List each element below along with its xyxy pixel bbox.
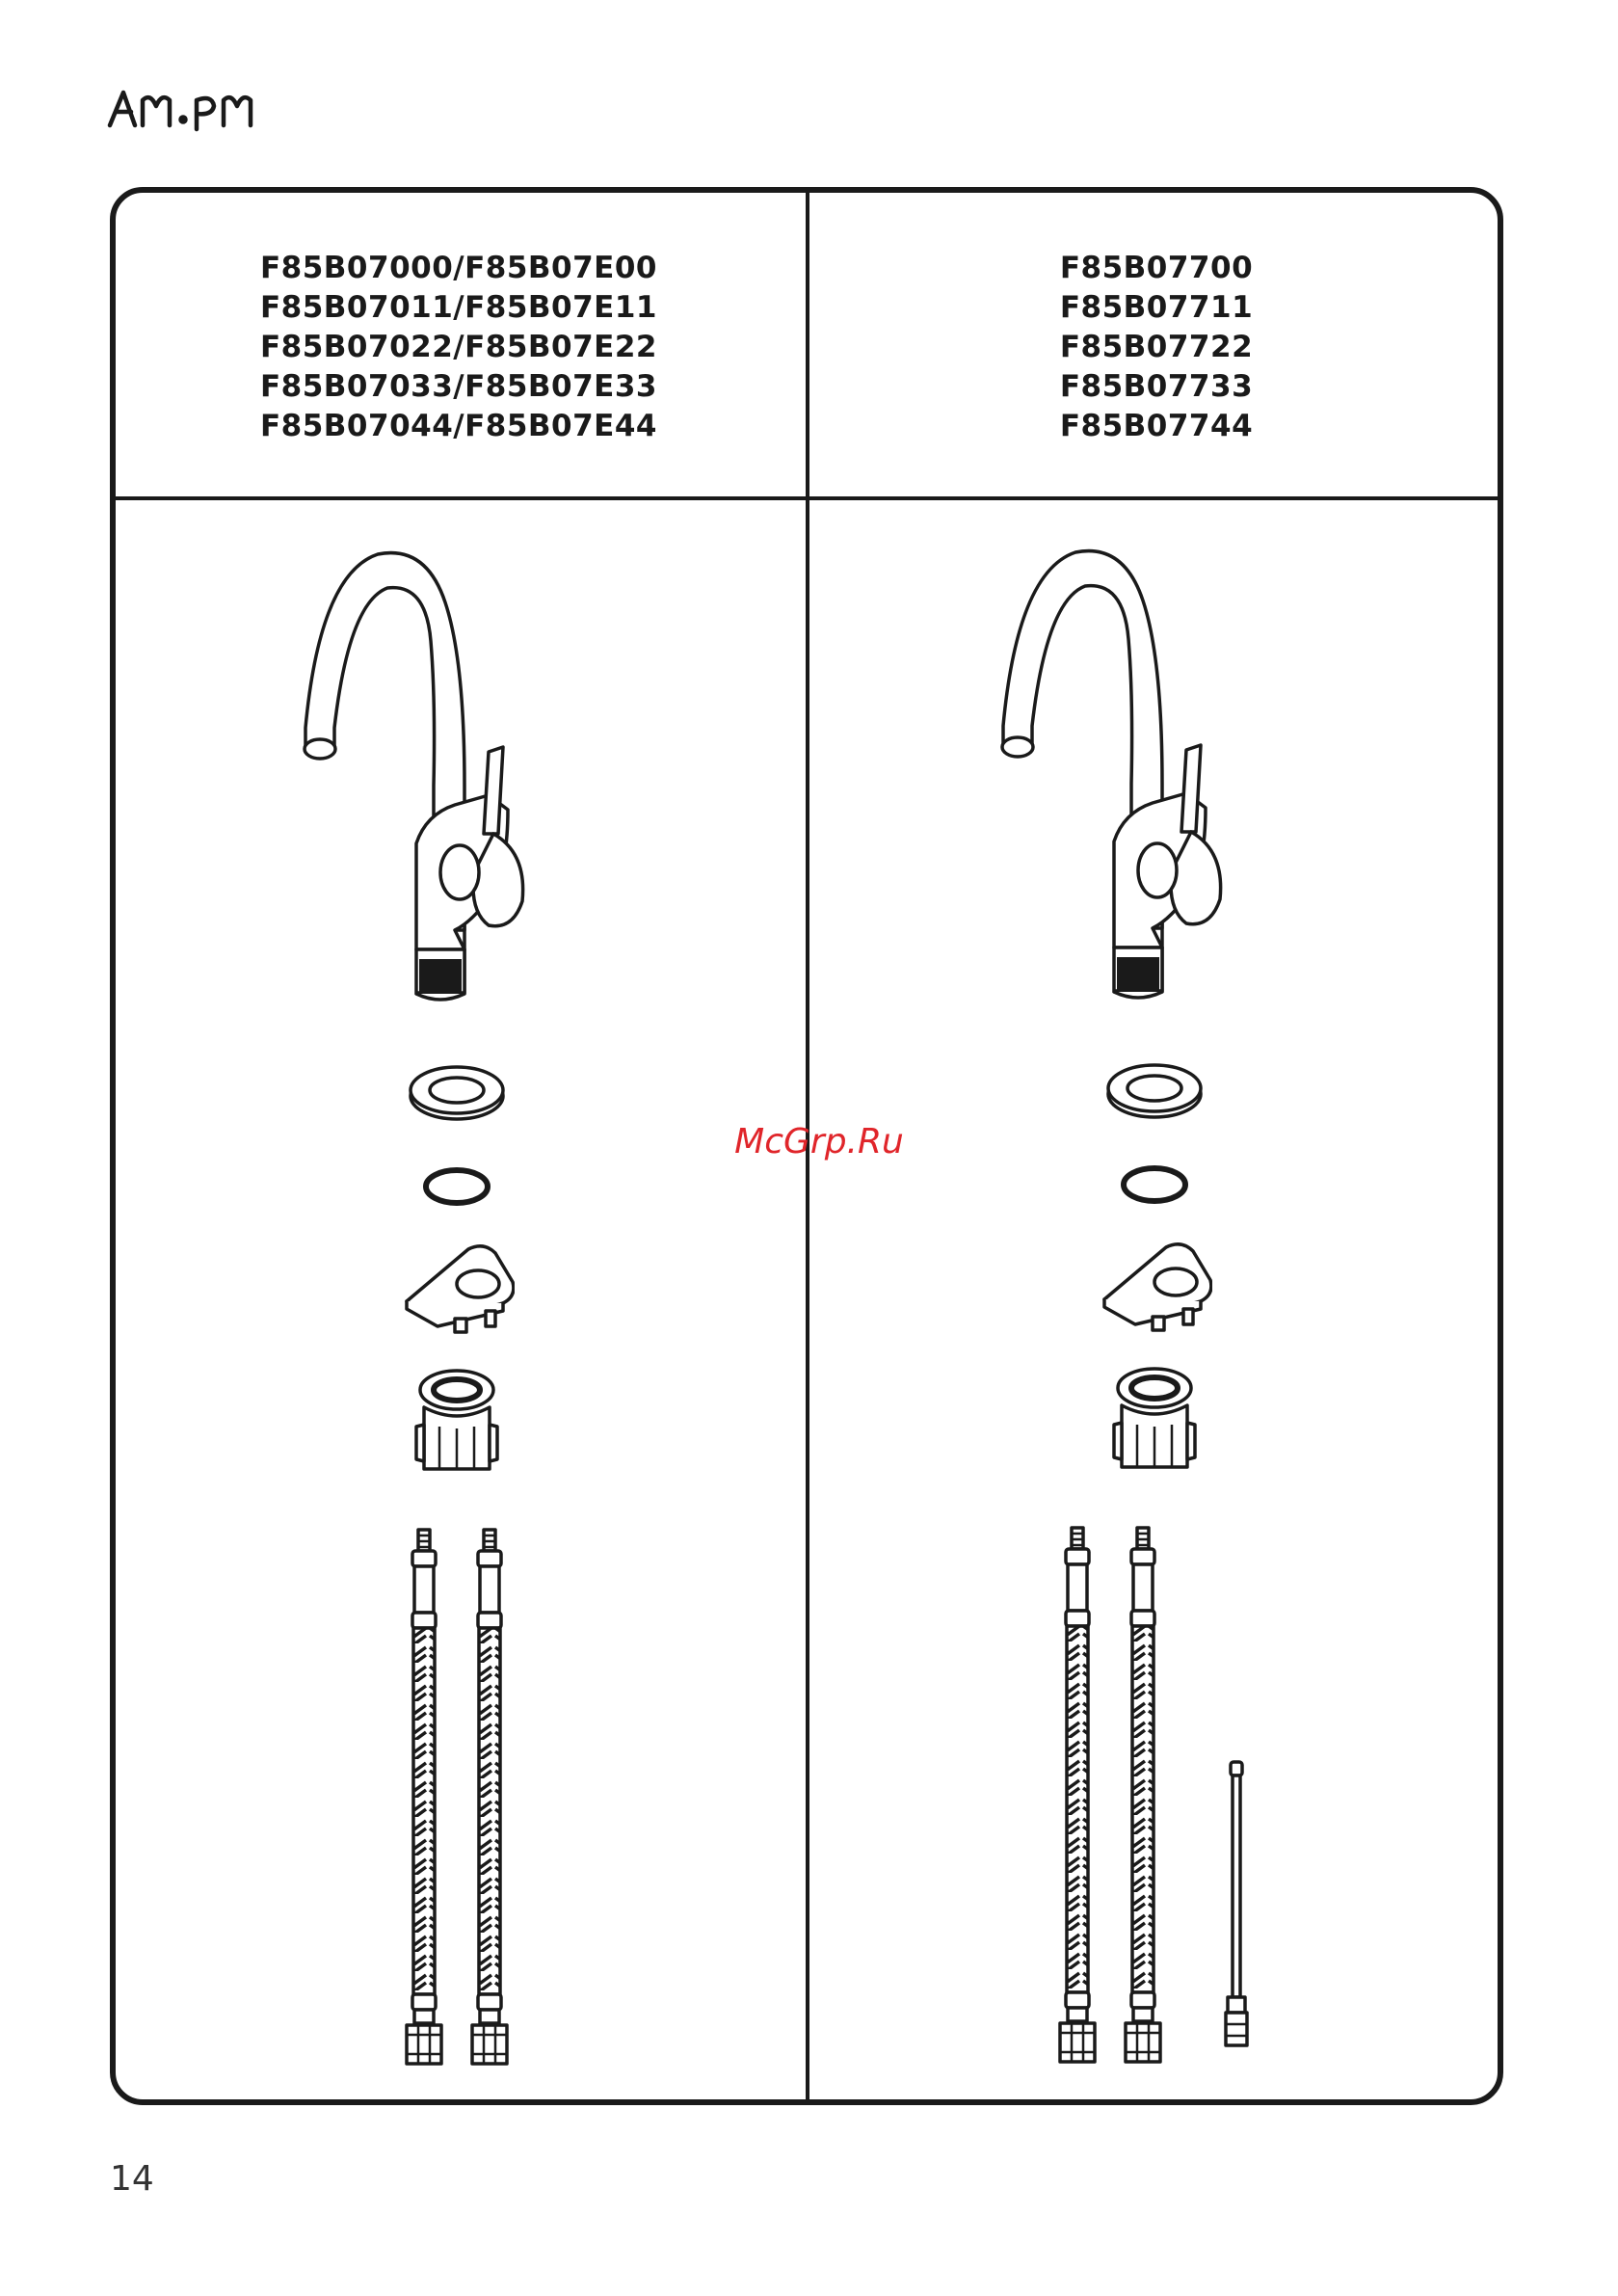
page-number: 14	[110, 2159, 154, 2199]
model-number: F85B07033/F85B07E33	[112, 367, 806, 407]
model-number: F85B07711	[809, 288, 1503, 328]
mounting-nut-icon	[1108, 1367, 1201, 1475]
model-number: F85B07011/F85B07E11	[112, 288, 806, 328]
header-divider	[114, 496, 1499, 500]
mounting-plate-icon	[399, 1243, 515, 1335]
flexible-hose-icon	[1122, 1526, 1164, 2066]
flexible-hose-icon	[468, 1528, 511, 2068]
model-number: F85B07744	[809, 407, 1503, 446]
brand-logo	[106, 85, 279, 133]
model-list-right: F85B07700 F85B07711 F85B07722 F85B07733 …	[809, 249, 1503, 446]
flexible-hose-icon	[403, 1528, 445, 2068]
faucet-icon	[301, 545, 609, 1007]
washer-ring-icon	[1106, 1061, 1203, 1119]
model-number: F85B07733	[809, 367, 1503, 407]
washer-ring-icon	[409, 1063, 505, 1121]
model-number: F85B07022/F85B07E22	[112, 328, 806, 367]
model-number: F85B07000/F85B07E00	[112, 249, 806, 288]
mounting-plate-icon	[1097, 1241, 1212, 1333]
watermark: McGrp.Ru	[675, 1122, 964, 1161]
filter-tube-icon	[1222, 1760, 1251, 2049]
faucet-icon	[998, 543, 1307, 1005]
model-list-left: F85B07000/F85B07E00 F85B07011/F85B07E11 …	[112, 249, 806, 446]
model-number: F85B07700	[809, 249, 1503, 288]
model-number: F85B07722	[809, 328, 1503, 367]
flexible-hose-icon	[1056, 1526, 1099, 2066]
o-ring-icon	[1120, 1164, 1189, 1205]
o-ring-icon	[422, 1166, 491, 1207]
mounting-nut-icon	[411, 1369, 503, 1477]
model-number: F85B07044/F85B07E44	[112, 407, 806, 446]
